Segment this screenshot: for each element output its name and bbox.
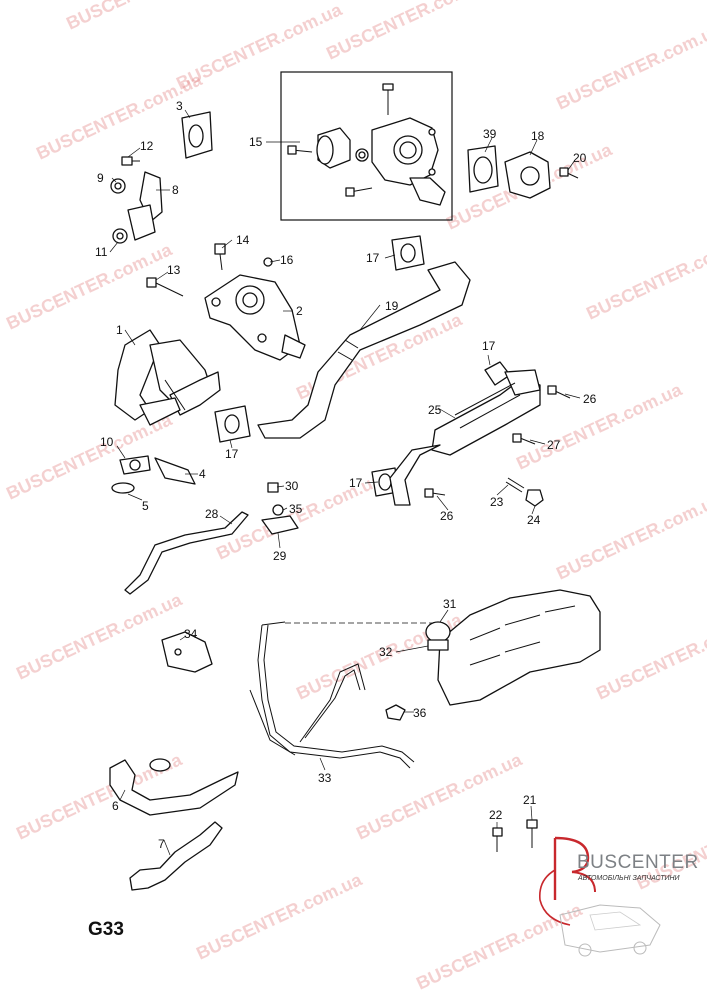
watermark: BUSCENTER.com.ua xyxy=(13,589,186,684)
callout-25: 25 xyxy=(428,403,442,417)
bracket-34 xyxy=(161,631,213,673)
callout-3: 3 xyxy=(176,99,183,113)
callout-7: 7 xyxy=(158,837,165,851)
egr-housing-2 xyxy=(204,274,306,361)
brand-tagline: АВТОМОБІЛЬНІ ЗАПЧАСТИНИ xyxy=(577,875,681,882)
callout-17-right: 17 xyxy=(482,339,496,353)
gasket-3 xyxy=(181,111,213,159)
watermark: BUSCENTER.com.ua xyxy=(193,869,366,964)
watermark-layer: BUSCENTER.com.ua BUSCENTER.com.ua BUSCEN… xyxy=(3,0,707,994)
callout-24: 24 xyxy=(527,513,541,527)
hose-7 xyxy=(129,821,223,891)
gasket-17-left xyxy=(214,405,251,443)
callout-11: 11 xyxy=(95,245,108,259)
callout-34: 34 xyxy=(184,627,198,641)
callout-5: 5 xyxy=(142,499,149,513)
callout-14: 14 xyxy=(236,233,250,247)
callout-1: 1 xyxy=(116,323,123,337)
leader-lines xyxy=(109,109,581,856)
watermark: BUSCENTER.com.ua xyxy=(553,489,707,584)
callout-8: 8 xyxy=(172,183,179,197)
brand-logo: BUSCENTER АВТОМОБІЛЬНІ ЗАПЧАСТИНИ xyxy=(538,836,699,957)
callout-20: 20 xyxy=(573,151,587,165)
fitting-group-8-12 xyxy=(110,156,163,244)
fasteners-23-27 xyxy=(424,385,571,507)
callout-21: 21 xyxy=(523,793,537,807)
callout-12: 12 xyxy=(140,139,154,153)
clamp-gasket-10-4-5 xyxy=(111,455,196,494)
callout-18: 18 xyxy=(531,129,545,143)
watermark: BUSCENTER.com.ua xyxy=(413,899,586,994)
watermark: BUSCENTER.com.ua xyxy=(583,229,707,324)
callout-35: 35 xyxy=(289,502,303,516)
callout-17-bottom: 17 xyxy=(349,476,363,490)
callout-28: 28 xyxy=(205,507,219,521)
bolts-13-14-16 xyxy=(146,243,273,297)
vacuum-lines-33 xyxy=(249,621,432,769)
callout-16: 16 xyxy=(280,253,294,267)
detail-box-egr-valve xyxy=(280,71,453,221)
callout-33: 33 xyxy=(318,771,332,785)
callout-26-right: 26 xyxy=(583,392,597,406)
brand-name: BUSCENTER xyxy=(577,852,699,873)
callout-6: 6 xyxy=(112,799,119,813)
sheet-code: G33 xyxy=(88,919,124,940)
callout-4: 4 xyxy=(199,467,206,481)
watermark: BUSCENTER.com.ua xyxy=(553,19,707,114)
callout-19: 19 xyxy=(385,299,399,313)
callout-22: 22 xyxy=(489,808,503,822)
exhaust-manifold-1 xyxy=(114,329,221,426)
callout-17-left: 17 xyxy=(225,447,239,461)
callout-29: 29 xyxy=(273,549,287,563)
intake-manifold xyxy=(385,589,601,721)
callout-27: 27 xyxy=(547,438,561,452)
callout-labels: 15 3 12 9 8 11 39 18 20 14 16 13 17 19 1… xyxy=(95,99,597,851)
callout-31: 31 xyxy=(443,597,457,611)
callout-15: 15 xyxy=(249,135,263,149)
egr-cooler-25 xyxy=(389,361,541,506)
callout-36: 36 xyxy=(413,706,427,720)
callout-26-bottom: 26 xyxy=(440,509,454,523)
bolts-21-22 xyxy=(492,819,538,852)
callout-39: 39 xyxy=(483,127,497,141)
callout-2: 2 xyxy=(296,304,303,318)
watermark: BUSCENTER.com.ua xyxy=(173,0,346,94)
watermark: BUSCENTER.com.ua xyxy=(593,609,707,704)
watermark: BUSCENTER.com.ua xyxy=(63,0,236,34)
watermark: BUSCENTER.com.ua xyxy=(323,0,496,64)
callout-13: 13 xyxy=(167,263,181,277)
hose-6 xyxy=(109,758,239,816)
callout-23: 23 xyxy=(490,495,504,509)
callout-30: 30 xyxy=(285,479,299,493)
callout-10: 10 xyxy=(100,435,114,449)
callout-17-top: 17 xyxy=(366,251,380,265)
parts-39-18-20 xyxy=(467,145,579,199)
tube-assembly-28 xyxy=(124,482,299,595)
callout-9: 9 xyxy=(97,171,104,185)
callout-32: 32 xyxy=(379,645,393,659)
gasket-17-top xyxy=(391,235,425,271)
